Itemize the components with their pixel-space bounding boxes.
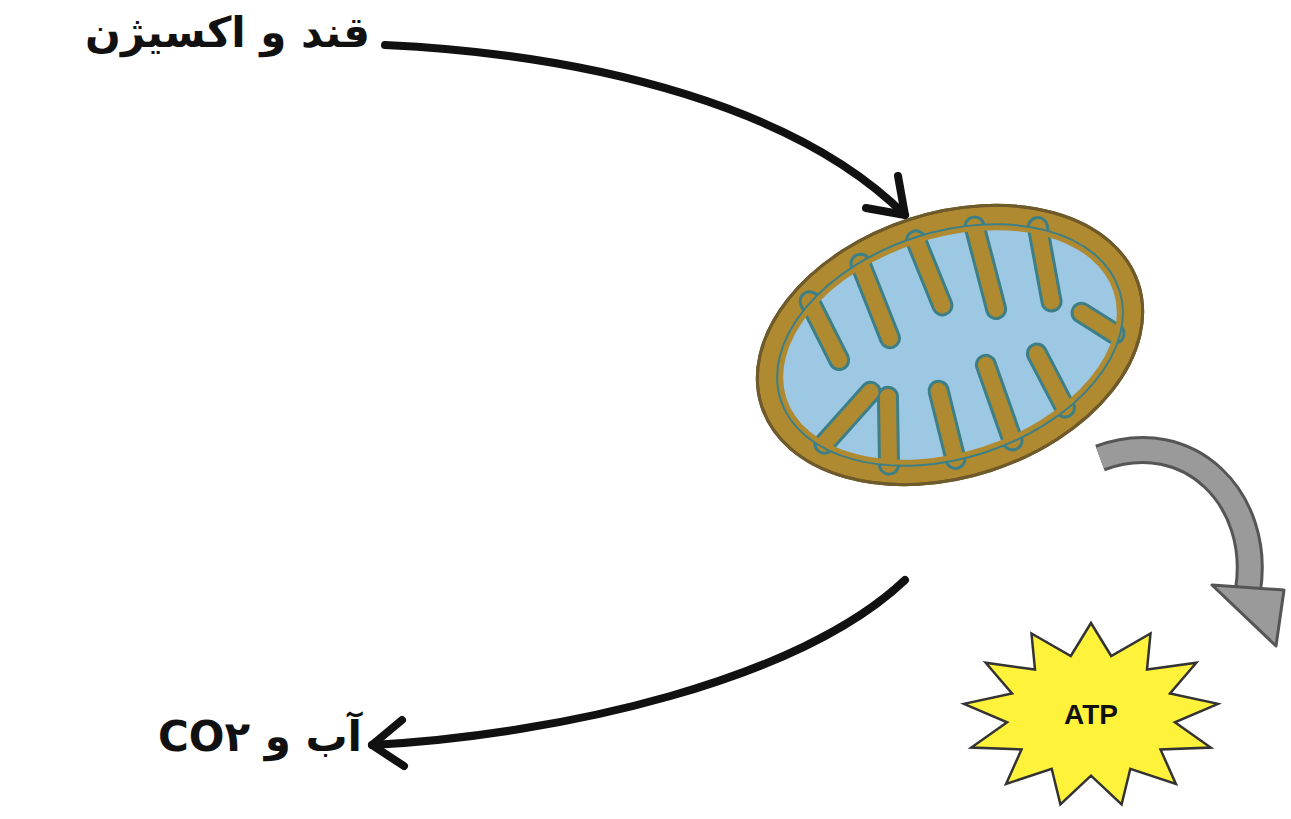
node-text: ATP [1064, 699, 1118, 731]
energy-arrow [1100, 450, 1284, 646]
atp-burst: ATP [960, 620, 1222, 810]
output-arrow [372, 580, 905, 766]
mitochondrion [721, 158, 1179, 531]
free-label: آب و CO۲ [158, 712, 362, 762]
input-arrow [385, 45, 905, 215]
free-label: قند و اکسیژن [85, 8, 370, 58]
starburst-outline [964, 623, 1218, 804]
